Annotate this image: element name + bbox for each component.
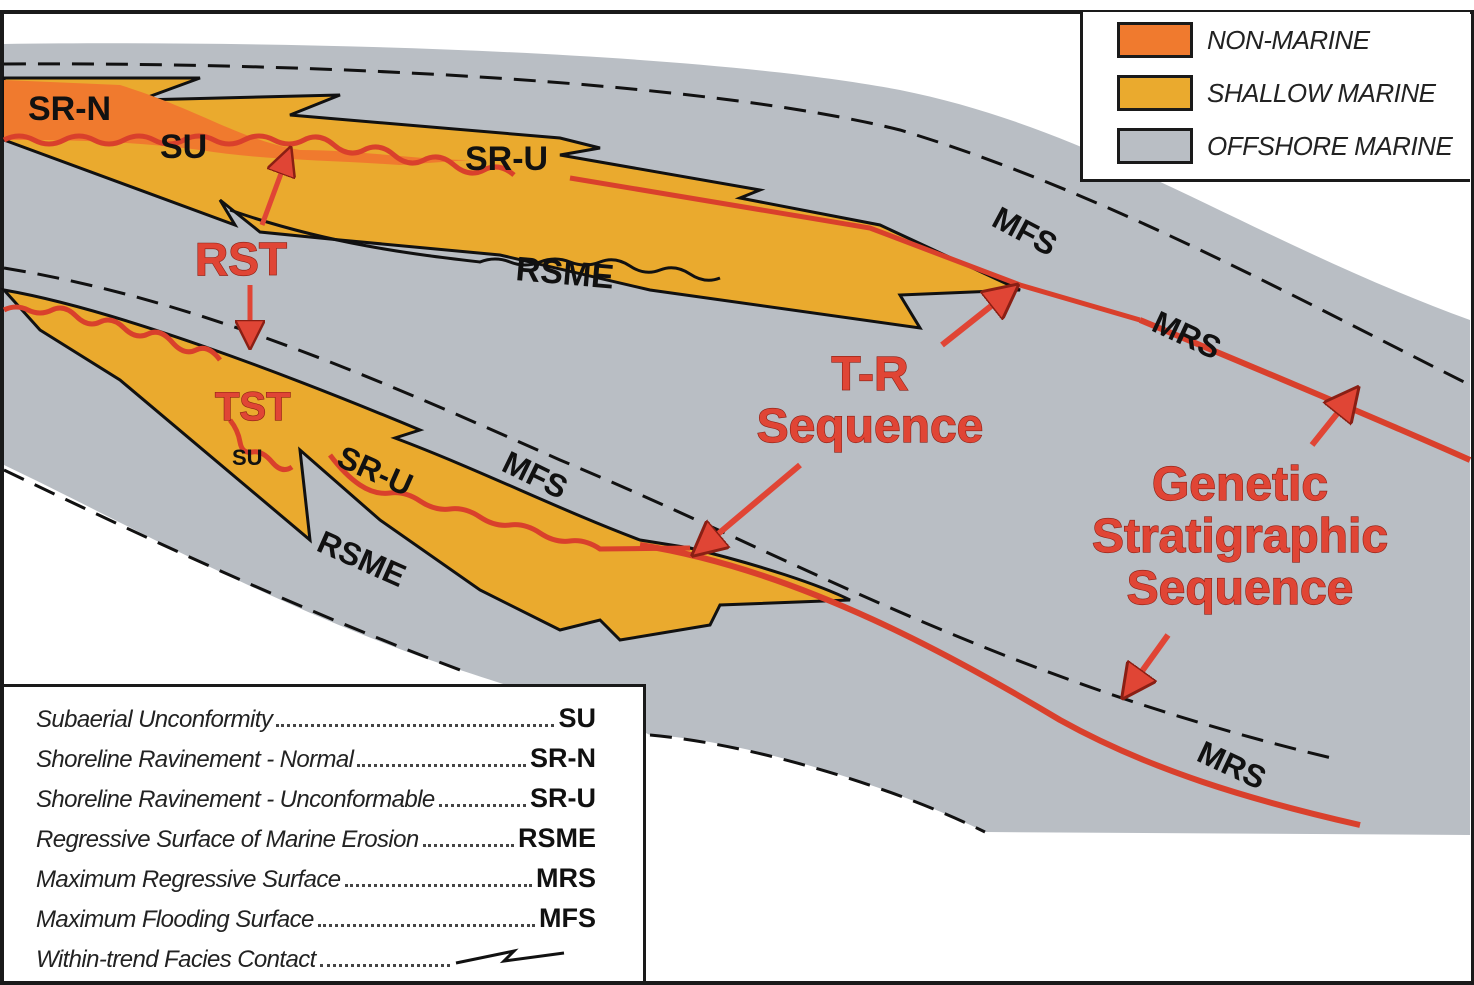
label-gss-line2: Stratigraphic [1092,510,1388,563]
facies-legend: NON-MARINE SHALLOW MARINE OFFSHORE MARIN… [1080,12,1470,182]
surface-legend-row: Shoreline Ravinement - Normal SR-N [36,743,596,783]
surface-abbr: SU [558,703,596,733]
surface-abbr: MRS [536,863,596,893]
label-su-upper: SU [160,128,207,166]
surface-name: Shoreline Ravinement - Normal [36,746,354,773]
surface-name: Shoreline Ravinement - Unconformable [36,786,435,813]
upper-mfs-dashed [3,62,1471,387]
lower-mrs-surface [639,542,1361,828]
surface-legend-row: Regressive Surface of Marine Erosion RSM… [36,823,596,863]
facies-legend-item-offshore-marine: OFFSHORE MARINE [1117,126,1453,166]
label-tr-line1: T-R [831,348,908,401]
label-tr-line2: Sequence [757,400,984,453]
facies-legend-item-shallow-marine: SHALLOW MARINE [1117,73,1436,113]
label-rst: RST [195,233,287,285]
tr-arrow-up [940,295,1005,348]
surface-name: Within-trend Facies Contact [36,946,316,973]
leader-dots [422,826,514,847]
surface-legend-row: Subaerial Unconformity SU [36,703,596,743]
surface-name: Maximum Flooding Surface [36,906,314,933]
tr-arrow-down [705,462,802,545]
lower-su-surface [2,304,691,552]
surface-abbr: SR-N [530,743,596,773]
label-gss-line1: Genetic [1152,458,1328,511]
label-sr-n: SR-N [28,90,111,128]
lower-mfs-dashed [3,266,1341,762]
shallow-marine-swatch [1117,75,1193,111]
leader-dots [438,786,526,807]
label-rsme-upper: RSME [514,250,615,296]
facies-label: NON-MARINE [1207,24,1370,55]
surface-name: Subaerial Unconformity [36,706,273,733]
label-gss-line3: Sequence [1127,562,1354,615]
surface-legend-row: Maximum Flooding Surface MFS [36,903,596,943]
surface-legend-row: Maximum Regressive Surface MRS [36,863,596,903]
offshore-marine-swatch [1117,128,1193,164]
zigzag-contact-icon [455,948,564,965]
facies-label: SHALLOW MARINE [1207,77,1436,108]
gss-arrow-down [1132,633,1171,685]
surface-name: Regressive Surface of Marine Erosion [36,826,419,853]
surface-legend: Subaerial Unconformity SU Shoreline Ravi… [4,684,646,981]
label-sr-u-upper: SR-U [465,140,548,178]
surface-legend-row: Within-trend Facies Contact [36,943,596,983]
surface-name: Maximum Regressive Surface [36,866,341,893]
leader-dots [276,706,555,727]
gss-arrow-up [1309,400,1348,447]
label-su-lower: SU [232,445,263,470]
surface-abbr: SR-U [530,783,596,813]
rst-arrow-up [259,160,286,226]
upper-rsme-surface [229,208,721,282]
lower-boundary-dashed [3,468,986,834]
non-marine-swatch [1117,22,1193,58]
leader-dots [317,906,535,927]
surface-abbr: MFS [539,903,596,933]
upper-non-marine [4,80,470,165]
white-wedge [4,465,650,735]
leader-dots [344,866,532,887]
surface-abbr: RSME [517,823,596,853]
leader-dots [319,946,450,967]
label-tst: TST [215,385,291,429]
leader-dots [357,746,526,767]
facies-label: OFFSHORE MARINE [1207,130,1453,161]
upper-mrs-surface [1138,317,1472,463]
surface-legend-row: Shoreline Ravinement - Unconformable SR-… [36,783,596,823]
upper-su-surface [2,133,1141,323]
facies-legend-item-non-marine: NON-MARINE [1117,20,1370,60]
